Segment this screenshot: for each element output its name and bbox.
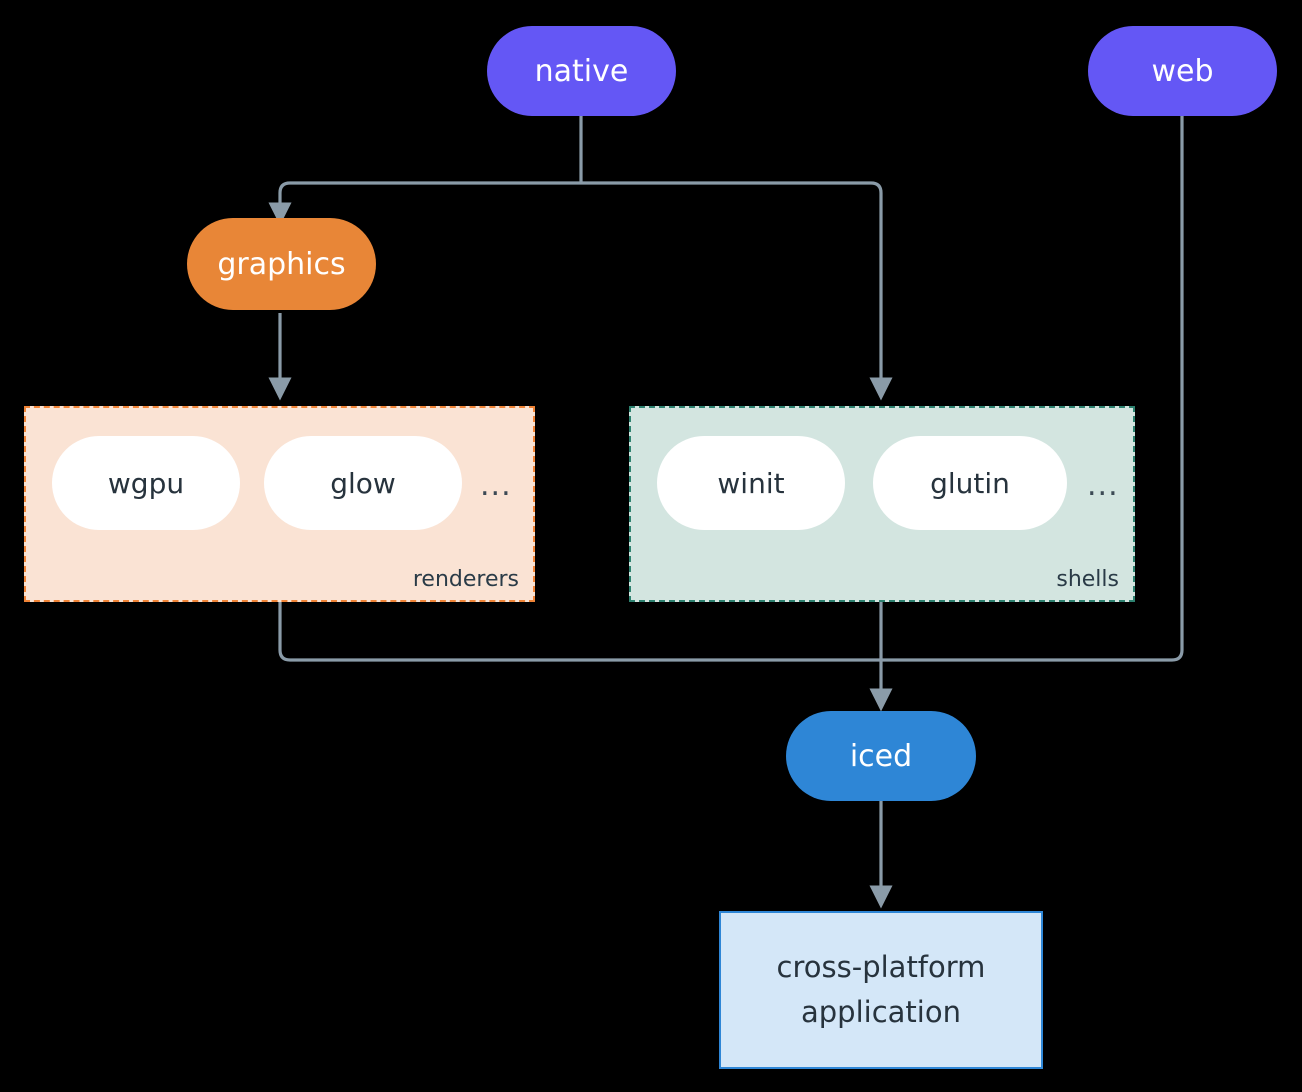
- leaf-winit-label: winit: [717, 466, 785, 500]
- node-web[interactable]: web: [1088, 26, 1277, 116]
- leaf-glow[interactable]: glow: [264, 436, 462, 530]
- cluster-renderers: wgpu glow ... renderers: [24, 406, 535, 602]
- node-native[interactable]: native: [487, 26, 676, 116]
- leaf-glutin-label: glutin: [930, 466, 1010, 500]
- cluster-shells: winit glutin ... shells: [629, 406, 1135, 602]
- node-graphics-label: graphics: [217, 246, 346, 282]
- shells-overflow-ellipsis: ...: [1087, 468, 1119, 503]
- node-iced[interactable]: iced: [786, 711, 976, 801]
- node-iced-label: iced: [849, 738, 913, 774]
- leaf-winit[interactable]: winit: [657, 436, 845, 530]
- node-graphics[interactable]: graphics: [187, 218, 376, 310]
- node-native-label: native: [534, 53, 629, 89]
- node-application-label: cross-platform application: [776, 950, 986, 1029]
- leaf-wgpu[interactable]: wgpu: [52, 436, 240, 530]
- leaf-glow-label: glow: [330, 466, 396, 500]
- node-web-label: web: [1151, 53, 1214, 89]
- cluster-renderers-title: renderers: [412, 567, 519, 592]
- edge-native-to-shells: [581, 181, 893, 401]
- edge-renderers-to-iced: [278, 602, 881, 662]
- cluster-shells-title: shells: [1056, 567, 1119, 592]
- leaf-glutin[interactable]: glutin: [873, 436, 1067, 530]
- edge-native-to-graphics: [268, 181, 581, 226]
- leaf-wgpu-label: wgpu: [107, 466, 185, 500]
- node-cross-platform-application[interactable]: cross-platform application: [719, 911, 1043, 1069]
- renderers-overflow-ellipsis: ...: [480, 468, 512, 503]
